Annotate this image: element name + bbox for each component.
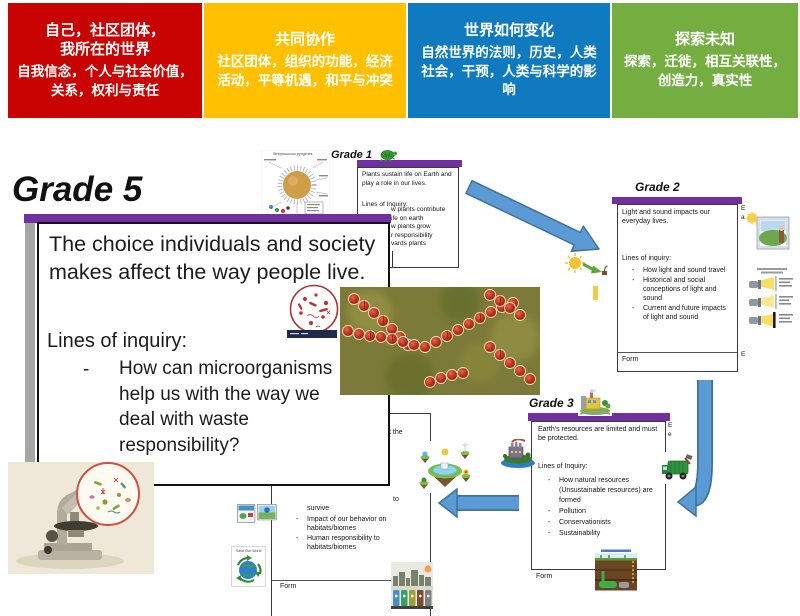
pollution-island-image: [499, 439, 537, 469]
grade5-loi-heading: Lines of inquiry:: [47, 330, 188, 352]
grade5-card-shadow: [25, 223, 35, 473]
grade5-unit-bar: [24, 214, 391, 223]
diagram-caption: Streptococcus pyogenes: [273, 152, 313, 157]
grade3-label: Grade 3: [529, 396, 574, 410]
grade1-label: Grade 1: [331, 149, 372, 161]
save-our-world-image: Save Our World: [231, 546, 266, 587]
garbage-truck-image: [659, 452, 693, 484]
recycle-bins-image: [391, 562, 433, 609]
grade2-loi-heading: Lines of inquiry:: [622, 255, 672, 262]
concept-title: 世界如何变化: [463, 22, 554, 40]
underground-diagram-image: [595, 549, 637, 591]
grade1-loi-clipped: w plants contribute ife on earth w plant…: [391, 206, 461, 249]
grade4-clipped-text: t the: [389, 429, 403, 436]
text-cursor-mark: [392, 251, 393, 267]
clipped-line: w plants grow: [391, 223, 431, 230]
edge-fragment: E: [741, 205, 746, 212]
grade5-bullet-dash: -: [83, 359, 90, 380]
flashlight-materials-image: [747, 266, 798, 333]
grade5-title: Grade 5: [12, 170, 143, 209]
sun-arrow-icon: [563, 251, 608, 277]
concept-title: 共同协作: [274, 31, 335, 49]
grade2-bullets: -How light and sound travel -Historical …: [630, 266, 730, 323]
concept-body: 社区团体，组织的功能，经济活动，平等机遇，和平与冲突: [217, 54, 393, 88]
concept-body: 探索，迁徙，相互关联性，创造力，真实性: [624, 54, 786, 88]
arrow-grade1-to-grade2: [465, 179, 600, 253]
grade3-section-label: Form: [536, 573, 553, 580]
grade4-clipped-text: survive: [307, 505, 330, 512]
concept-box-explore: 探索未知 探索，迁徙，相互关联性，创造力，真实性: [612, 3, 798, 118]
ecosystem-islands-image: [417, 441, 473, 493]
grade2-label: Grade 2: [635, 180, 680, 194]
grade5-bullet: How can microorganisms help us with the …: [119, 358, 333, 456]
grade5-card: The choice individuals and society makes…: [37, 222, 390, 486]
bullet-item: -Impact of our behavior on habitats/biom…: [296, 516, 387, 532]
arrow-grade2-to-grade3: [676, 380, 713, 518]
grade1-central-idea: Plants sustain life on Earth and play a …: [362, 171, 452, 187]
clipped-line: r responsibility: [391, 231, 433, 239]
bullet-item: -Conservationists: [548, 519, 611, 526]
edge-fragment: E: [668, 422, 673, 429]
grade4-section-label: Form: [280, 583, 297, 590]
edge-fragment: a: [741, 214, 745, 221]
grade1-unit-bar: [357, 160, 462, 167]
arrow-grade3-to-grade4: [437, 487, 519, 519]
factory-image: [578, 388, 612, 416]
bullet-item: -Historical and social conceptions of li…: [632, 277, 717, 302]
image-caption: Save Our World: [236, 549, 262, 554]
grade2-unit-bar: [612, 197, 742, 204]
bullet-item: -Sustainability: [548, 530, 601, 537]
grade3-loi-heading: Lines of Inquiry:: [538, 463, 588, 470]
microbes-circle-image: [283, 283, 346, 340]
framed-picture-image: [744, 211, 792, 252]
concept-box-cooperation: 共同协作 社区团体，组织的功能，经济活动，平等机遇，和平与冲突: [204, 3, 406, 118]
concept-body: 自我信念，个人与社会价值，关系，权利与责任: [17, 64, 193, 98]
clipped-line: ife on earth: [391, 214, 424, 222]
grade3-central-idea: Earth's resources are limited and must b…: [538, 426, 658, 442]
grade4-section-divider: [272, 580, 430, 581]
grade2-card: Light and sound impacts our everyday liv…: [617, 204, 738, 372]
bullet-item: -Human responsibility to habitats/biomes: [296, 535, 380, 551]
grade2-central-idea: Light and sound impacts our everyday liv…: [622, 209, 710, 225]
concept-body: 自然世界的法则，历史，人类社会，干预，人类与科学的影响: [421, 44, 597, 98]
grade1-loi-heading: Lines of Inquiry:: [362, 201, 408, 208]
grade2-section-label: Form: [622, 356, 639, 363]
pencil-sliver: [593, 286, 598, 300]
bullet-item: -How light and sound travel: [632, 267, 726, 274]
clipped-line: vards plants: [391, 240, 427, 247]
habitat-mini-images: [237, 504, 277, 523]
bacteria-photo: [340, 287, 540, 395]
microscope-image: [8, 462, 154, 574]
grade3-card: Earth's resources are limited and must b…: [531, 421, 666, 570]
bullet-item: -How natural resources (Unsustainable re…: [548, 477, 653, 504]
concept-box-world-change: 世界如何变化 自然世界的法则，历史，人类社会，干预，人类与科学的影响: [408, 3, 610, 118]
concept-box-self: 自己，社区团体， 我所在的世界 自我信念，个人与社会价值，关系，权利与责任: [8, 3, 202, 118]
streptococcus-diagram-image: Streptococcus pyogenes: [261, 150, 330, 222]
bullet-item: -Pollution: [548, 508, 586, 515]
clipped-line: w plants contribute: [391, 206, 446, 213]
grade4-bullets: -Impact of our behavior on habitats/biom…: [294, 515, 410, 553]
grade5-central-idea: The choice individuals and society makes…: [49, 232, 376, 284]
edge-fragment: E: [741, 351, 746, 358]
grade3-bullets: -How natural resources (Unsustainable re…: [546, 476, 654, 540]
turtle-icon: [379, 147, 398, 162]
grade3-unit-bar: [528, 413, 670, 421]
concept-title: 探索未知: [674, 31, 735, 49]
grade2-section-divider: [618, 352, 737, 353]
bullet-item: -Current and future impacts of light and…: [632, 305, 726, 321]
grade4-clipped-text: to: [393, 496, 399, 503]
concept-title: 自己，社区团体， 我所在的世界: [44, 21, 165, 59]
edge-fragment: e: [668, 431, 672, 438]
